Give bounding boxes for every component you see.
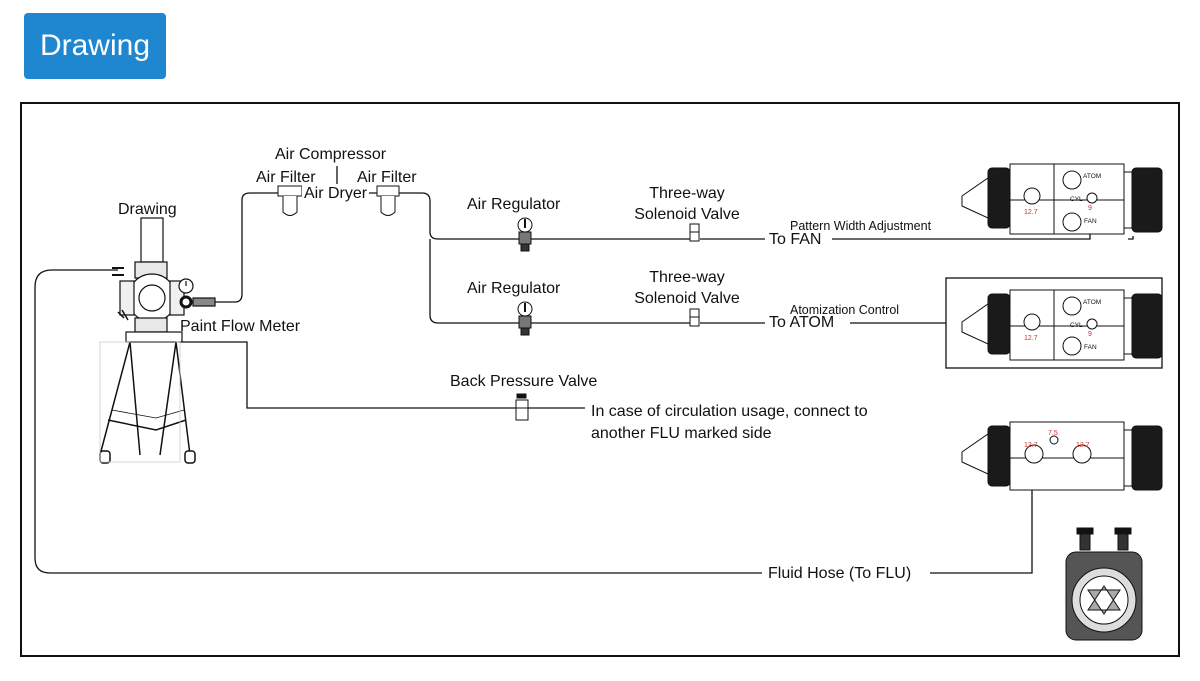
- gun-atom-fan-marking: FAN: [1084, 344, 1097, 351]
- air-regulator-1-label: Air Regulator: [467, 196, 561, 213]
- diaphragm-pump-icon: [112, 217, 216, 343]
- pattern-width-label: Pattern Width Adjustment: [790, 219, 932, 233]
- paint-flow-line: [182, 341, 516, 409]
- gun-fluid-size-label-b: 12.7: [1076, 442, 1090, 449]
- air-regulator-2-icon: [517, 301, 533, 336]
- atomization-control-label: Atomization Control: [790, 303, 900, 317]
- air-filter-1-icon: [277, 185, 303, 216]
- pump-title-label: Drawing: [118, 201, 177, 218]
- air-compressor-label: Air Compressor: [275, 146, 387, 163]
- gun-fluid-size-label-c: 7.5: [1048, 430, 1058, 437]
- gun-fan-size-label: 12.7: [1024, 209, 1038, 216]
- back-pressure-valve-label: Back Pressure Valve: [450, 373, 598, 390]
- air-filter-1-label: Air Filter: [256, 169, 316, 186]
- to-atom-label: To ATOM: [769, 314, 835, 331]
- solenoid-valve-1-icon: [689, 223, 700, 242]
- gun-fan-cyl-marking: CYL: [1070, 196, 1083, 203]
- to-fan-label: To FAN: [769, 231, 822, 248]
- header-title-badge: Drawing: [24, 13, 166, 79]
- diagram-frame: [20, 102, 1180, 657]
- air-regulator-2-label: Air Regulator: [467, 280, 561, 297]
- air-supply-line: [215, 192, 280, 303]
- circulation-note-label: In case of circulation usage, connect to…: [591, 403, 868, 442]
- fluid-pump-icon: [1065, 527, 1143, 641]
- solenoid-valve-2-label: Three-way Solenoid Valve: [634, 269, 740, 307]
- paint-flow-meter-label: Paint Flow Meter: [180, 318, 301, 335]
- spray-gun-atom-icon: [961, 289, 1163, 361]
- air-regulator-1-icon: [517, 217, 533, 252]
- atom-branch-line: [429, 239, 520, 324]
- spray-gun-fan-icon: [961, 163, 1163, 235]
- air-filter-2-label: Air Filter: [357, 169, 417, 186]
- back-pressure-valve-icon: [515, 393, 529, 421]
- pump-stand-icon: [99, 341, 196, 464]
- gun-atom-size-label-b: 9: [1088, 331, 1092, 338]
- gun-fluid-size-label-a: 12.7: [1024, 442, 1038, 449]
- solenoid-valve-2-icon: [689, 308, 700, 327]
- air-filter-2-icon: [376, 185, 400, 216]
- gun-atom-cyl-marking: CYL: [1070, 322, 1083, 329]
- fluid-hose-line: [930, 490, 1033, 574]
- gun-fan-size-label-b: 9: [1088, 205, 1092, 212]
- gun-atom-atom-marking: ATOM: [1083, 299, 1101, 306]
- gun-atom-size-label: 12.7: [1024, 335, 1038, 342]
- air-dryer-label: Air Dryer: [302, 185, 370, 203]
- spray-gun-fluid-icon: [961, 421, 1163, 491]
- gun-fan-fan-marking: FAN: [1084, 218, 1097, 225]
- filter-outlet-line: [398, 192, 520, 240]
- fluid-hose-label: Fluid Hose (To FLU): [768, 565, 912, 582]
- solenoid-valve-1-label: Three-way Solenoid Valve: [634, 185, 740, 223]
- gun-fan-atom-marking: ATOM: [1083, 173, 1101, 180]
- fluid-hose-line-2: [34, 269, 762, 574]
- fan-line-end: [1128, 236, 1134, 240]
